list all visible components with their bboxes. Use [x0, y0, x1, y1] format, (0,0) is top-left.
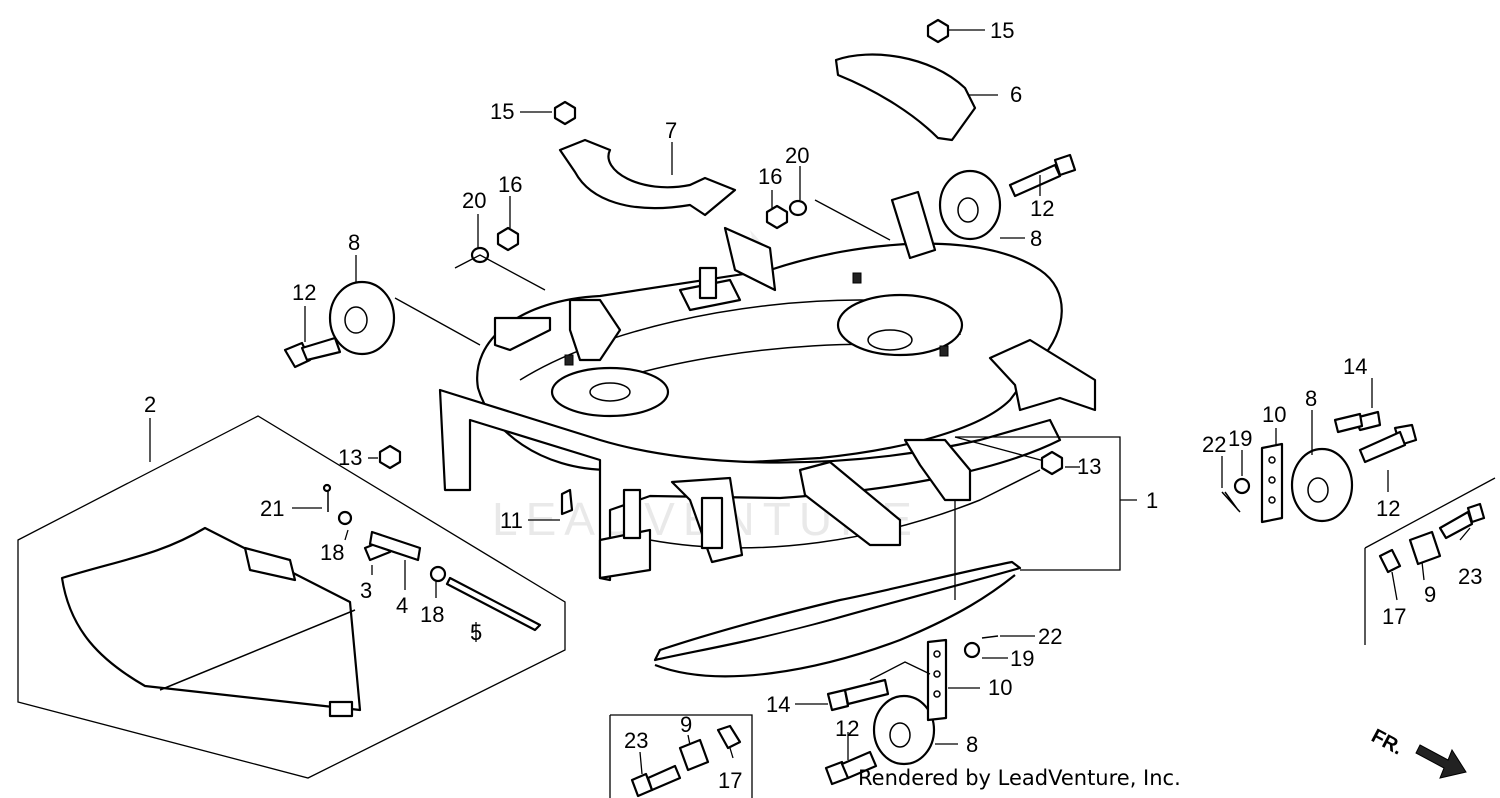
- gauge-wheel-bottom: [872, 694, 936, 766]
- callout-14b: 14: [766, 692, 790, 717]
- chute-hardware: [322, 483, 542, 632]
- callout-15b: 15: [490, 99, 514, 124]
- callout-11: 11: [500, 508, 523, 533]
- callout-leaders: [292, 29, 1471, 775]
- callout-5: 5: [470, 620, 482, 645]
- callout-16b: 16: [758, 164, 782, 189]
- callout-9b: 9: [680, 712, 692, 737]
- callout-9a: 9: [1424, 582, 1436, 607]
- callout-12d: 12: [835, 716, 859, 741]
- callout-23a: 23: [1458, 564, 1482, 589]
- gauge-wheel-left: [328, 280, 481, 356]
- callout-22a: 22: [1202, 432, 1226, 457]
- wheel-arm-right: [1221, 442, 1284, 524]
- callout-3: 3: [360, 578, 372, 603]
- callout-6: 6: [1010, 82, 1022, 107]
- wheel-bolt-bottom: [824, 750, 878, 786]
- callout-17a: 17: [1382, 604, 1406, 629]
- callout-12c: 12: [1376, 496, 1400, 521]
- callout-1-bracket: [954, 436, 1137, 600]
- wheel-arm-bottom: [826, 635, 999, 722]
- grass-chute: [60, 526, 362, 712]
- callout-1: 1: [1146, 488, 1158, 513]
- spacer-kit-bottom: [609, 714, 753, 798]
- handle-bracket: [558, 138, 737, 217]
- callout-10b: 10: [988, 675, 1012, 700]
- wheel-bolt-left: [283, 336, 342, 369]
- callout-23b: 23: [624, 728, 648, 753]
- callout-13b: 13: [1077, 454, 1101, 479]
- deck-baffle-strip: [653, 560, 1022, 662]
- callout-19a: 19: [1228, 426, 1252, 451]
- callout-20b: 20: [785, 143, 809, 168]
- callout-14a: 14: [1343, 354, 1367, 379]
- direction-label: FR.: [1368, 725, 1407, 760]
- callout-21: 21: [260, 496, 284, 521]
- top-nuts: [454, 18, 950, 291]
- front-arrow-icon: [1415, 744, 1467, 779]
- callout-8a: 8: [348, 230, 360, 255]
- callout-8c: 8: [1305, 386, 1317, 411]
- callout-10a: 10: [1262, 402, 1286, 427]
- callout-18b: 18: [420, 602, 444, 627]
- pulley-cover: [834, 53, 977, 142]
- spacer-kit-right: [1364, 477, 1496, 645]
- side-nuts: [378, 444, 1080, 516]
- callout-12a: 12: [292, 280, 316, 305]
- callout-22b: 22: [1038, 624, 1062, 649]
- callout-19b: 19: [1010, 646, 1034, 671]
- callout-20a: 20: [462, 188, 486, 213]
- callout-12b: 12: [1030, 196, 1054, 221]
- callout-7: 7: [665, 118, 677, 143]
- gauge-wheel-top-right: [938, 169, 1002, 241]
- render-credit: Rendered by LeadVenture, Inc.: [858, 766, 1181, 790]
- gauge-wheel-right: [1290, 447, 1354, 523]
- wheel-bolt-top-right: [1008, 153, 1077, 198]
- callout-17b: 17: [718, 768, 742, 793]
- callout-4: 4: [396, 593, 408, 618]
- deck-baffle-plate: [654, 574, 1016, 678]
- wheel-bolt-right: [1333, 410, 1418, 464]
- callout-15a: 15: [990, 18, 1014, 43]
- callout-18a: 18: [320, 540, 344, 565]
- callout-2: 2: [144, 392, 156, 417]
- front-direction-indicator: FR.: [1368, 725, 1467, 779]
- mower-deck-housing: [438, 190, 1097, 582]
- callout-16a: 16: [498, 172, 522, 197]
- callout-numbers: 1 2 3 4 5 6 7 8 8 8 8 9 9 10 10 11 12 12…: [144, 18, 1482, 793]
- grass-chute-group: [17, 415, 566, 779]
- callout-8b: 8: [1030, 226, 1042, 251]
- callout-8d: 8: [966, 732, 978, 757]
- callout-13a: 13: [338, 445, 362, 470]
